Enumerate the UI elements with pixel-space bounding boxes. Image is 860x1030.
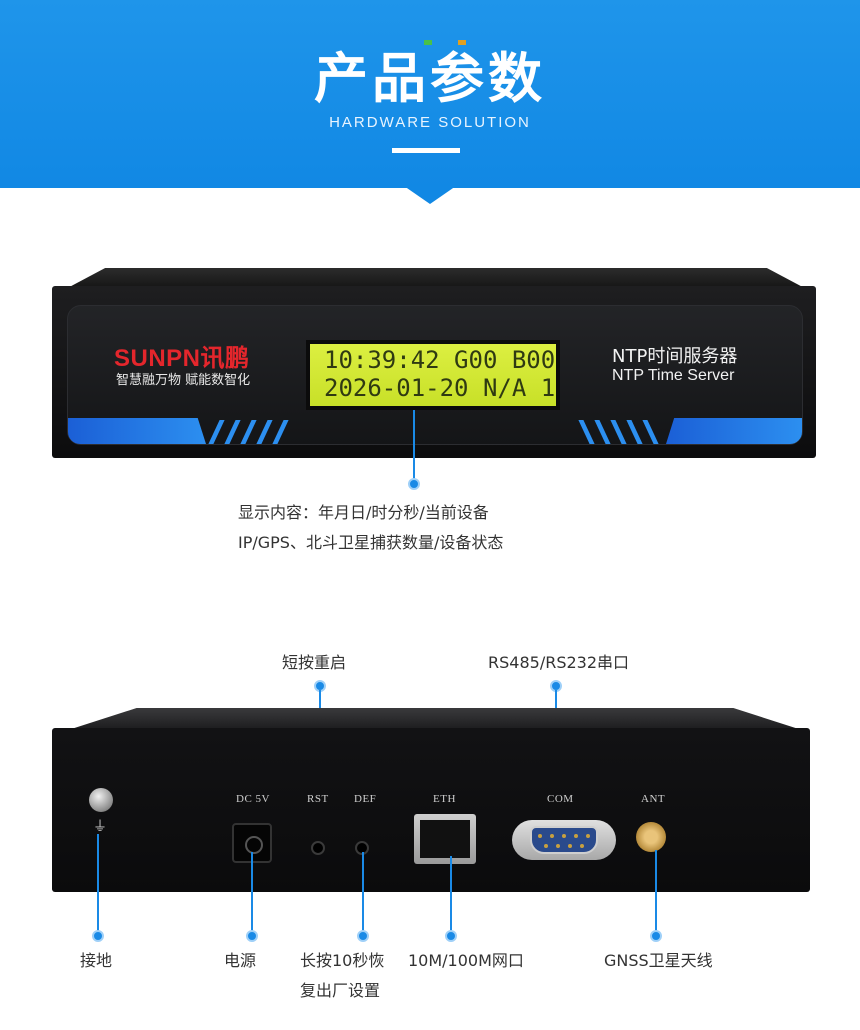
eth-callout-line xyxy=(450,856,452,934)
header-notch xyxy=(404,186,456,204)
lcd-callout-line xyxy=(413,410,415,482)
ant-callout-line xyxy=(655,850,657,934)
lcd-note-line-1: 显示内容：年月日/时分秒/当前设备 xyxy=(238,503,489,522)
eth-dot xyxy=(445,930,457,942)
def-note-line-2: 复出厂设置 xyxy=(300,981,381,1000)
rst-label: RST xyxy=(307,793,329,805)
lcd-line-1: 10:39:42 G00 B00 xyxy=(324,346,556,374)
ground-screw xyxy=(89,788,113,812)
ground-callout-line xyxy=(97,834,99,934)
ethernet-port xyxy=(414,814,476,864)
rst-button[interactable] xyxy=(311,841,325,855)
brand-logo: SUNPN讯鹏 xyxy=(114,345,250,372)
com-note: RS485/RS232串口 xyxy=(488,653,630,672)
ground-note: 接地 xyxy=(80,951,113,970)
com-port xyxy=(512,820,616,860)
def-callout-line xyxy=(362,852,364,934)
product-name-cn: NTP时间服务器 xyxy=(612,346,738,367)
ant-dot xyxy=(650,930,662,942)
brand-slogan: 智慧融万物 赋能数智化 xyxy=(116,373,251,388)
rst-note: 短按重启 xyxy=(282,653,347,672)
product-name-en: NTP Time Server xyxy=(612,367,735,384)
ant-label: ANT xyxy=(641,793,666,805)
eth-note: 10M/100M网口 xyxy=(408,951,524,970)
antenna-connector xyxy=(636,822,666,852)
decor-strip-right xyxy=(666,418,802,444)
eth-label: ETH xyxy=(433,793,456,805)
power-note: 电源 xyxy=(224,951,257,970)
def-note-line-1: 长按10秒恢 xyxy=(300,951,385,970)
page-title: 产品参数 xyxy=(314,47,546,110)
lcd-callout-dot xyxy=(408,478,420,490)
lcd-line-2: 2026-01-20 N/A 1 xyxy=(324,374,556,402)
header-banner xyxy=(0,0,860,188)
eth-led-amber xyxy=(458,40,466,45)
eth-led-green xyxy=(424,40,432,45)
ground-dot xyxy=(92,930,104,942)
com-label: COM xyxy=(547,793,574,805)
power-dot xyxy=(246,930,258,942)
device-back xyxy=(52,728,810,892)
title-underline xyxy=(392,148,460,153)
lcd-display: 10:39:42 G00 B00 2026-01-20 N/A 1 xyxy=(306,340,560,410)
ant-note: GNSS卫星天线 xyxy=(604,951,713,970)
def-label: DEF xyxy=(354,793,377,805)
lcd-note-line-2: IP/GPS、北斗卫星捕获数量/设备状态 xyxy=(238,533,504,552)
def-dot xyxy=(357,930,369,942)
power-callout-line xyxy=(251,852,253,934)
dc-label: DC 5V xyxy=(236,793,270,805)
ground-icon: ⏚ xyxy=(93,819,107,835)
decor-strip-left xyxy=(68,418,206,444)
page-subtitle: HARDWARE SOLUTION xyxy=(329,114,531,131)
